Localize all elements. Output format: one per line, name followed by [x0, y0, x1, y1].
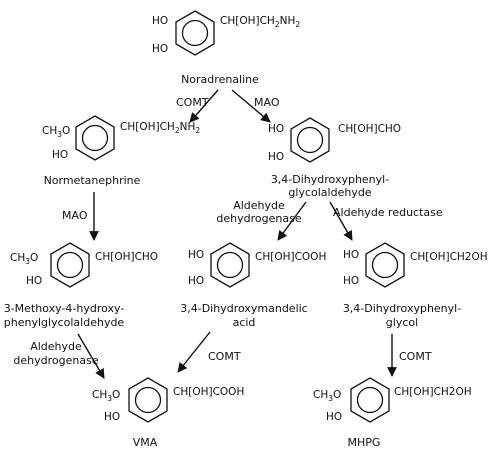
- substituent-ho-bottom: HO: [152, 43, 168, 55]
- side-chain: CH[OH]CH2NH2: [220, 15, 300, 29]
- enzyme-label-comt: COMT: [208, 350, 241, 363]
- molecule-name-line2: glycol: [386, 316, 418, 329]
- enzyme-label-aldehyde-dehydrogenase-line1: Aldehyde: [30, 340, 82, 353]
- substituent-methoxy: CH3O: [92, 389, 120, 403]
- substituent-ho-bottom: HO: [268, 151, 284, 163]
- substituent-ho-top: HO: [343, 249, 359, 261]
- side-chain: CH[OH]COOH: [255, 251, 326, 263]
- molecule-name-line1: 3-Methoxy-4-hydroxy-: [4, 302, 125, 315]
- molecule-name-line1: 3,4-Dihydroxyphenyl-: [343, 302, 461, 315]
- side-chain: CH[OH]CHO: [338, 123, 401, 135]
- molecule-name: MHPG: [348, 436, 381, 449]
- molecule-name-line2: glycolaldehyde: [288, 186, 371, 199]
- benzene-ring: [365, 242, 405, 288]
- substituent-ho-top: HO: [268, 123, 284, 135]
- substituent-methoxy: CH3O: [313, 389, 341, 403]
- molecule-mhpg: CH3O HO CH[OH]CH2OH MHPG: [313, 377, 472, 449]
- substituent-ho-top: HO: [152, 15, 168, 27]
- substituent-ho: HO: [326, 411, 342, 423]
- enzyme-label-comt: COMT: [399, 350, 432, 363]
- molecule-name: Normetanephrine: [44, 174, 141, 187]
- molecule-name-line1: 3,4-Dihydroxyphenyl-: [271, 173, 389, 186]
- arrow-noradrenaline-to-normetanephrine: [189, 89, 219, 123]
- molecule-dihydroxyphenylglycol: HO HO CH[OH]CH2OH 3,4-Dihydroxyphenyl- g…: [343, 242, 488, 329]
- molecule-name: Noradrenaline: [181, 73, 259, 86]
- substituent-methoxy: CH3O: [10, 252, 38, 266]
- molecule-dihydroxyphenylglycolaldehyde: HO HO CH[OH]CHO 3,4-Dihydroxyphenyl- gly…: [268, 117, 401, 199]
- enzyme-label-comt: COMT: [176, 96, 209, 109]
- arrow-dhma-to-vma: [177, 331, 211, 373]
- enzyme-label-aldehyde-dehydrogenase-line1: Aldehyde: [233, 199, 285, 212]
- arrow-dhpg-aldehyde-to-dhma: [277, 201, 307, 241]
- benzene-ring: [75, 115, 115, 161]
- substituent-methoxy: CH3O: [42, 125, 70, 139]
- side-chain: CH[OH]CHO: [95, 251, 158, 263]
- molecule-name-line2: phenylglycolaldehyde: [4, 316, 125, 329]
- enzyme-label-aldehyde-reductase: Aldehyde reductase: [333, 206, 443, 219]
- substituent-ho: HO: [104, 411, 120, 423]
- substituent-ho-top: HO: [188, 249, 204, 261]
- benzene-ring: [175, 10, 215, 56]
- enzyme-label-mao: MAO: [254, 96, 280, 109]
- arrow-noradrenaline-to-dhpg-aldehyde: [231, 89, 271, 123]
- substituent-ho: HO: [52, 149, 68, 161]
- side-chain: CH[OH]CH2OH: [410, 251, 488, 263]
- molecule-noradrenaline: HO HO CH[OH]CH2NH2 Noradrenaline: [152, 10, 300, 86]
- arrow-dhpg-aldehyde-to-dhpg: [329, 201, 353, 241]
- enzyme-label-aldehyde-dehydrogenase-line2: dehydrogenase: [13, 354, 98, 367]
- molecule-vma: CH3O HO CH[OH]COOH VMA: [92, 377, 244, 449]
- benzene-ring: [290, 117, 330, 163]
- molecule-name-line2: acid: [233, 316, 256, 329]
- molecule-name: VMA: [133, 436, 158, 449]
- molecule-normetanephrine: CH3O HO CH[OH]CH2NH2 Normetanephrine: [42, 115, 200, 187]
- benzene-ring: [128, 377, 168, 423]
- benzene-ring: [50, 242, 90, 288]
- molecule-methoxyhydroxyphenylglycolaldehyde: CH3O HO CH[OH]CHO 3-Methoxy-4-hydroxy- p…: [4, 242, 158, 329]
- side-chain: CH[OH]COOH: [173, 386, 244, 398]
- substituent-ho-bottom: HO: [188, 275, 204, 287]
- side-chain: CH[OH]CH2NH2: [120, 121, 200, 135]
- molecule-dihydroxymandelic-acid: HO HO CH[OH]COOH 3,4-Dihydroxymandelic a…: [180, 242, 326, 329]
- arrow-mhpg-aldehyde-to-vma: [77, 333, 105, 379]
- substituent-ho-bottom: HO: [343, 275, 359, 287]
- enzyme-label-aldehyde-dehydrogenase-line2: dehydrogenase: [216, 212, 301, 225]
- side-chain: CH[OH]CH2OH: [394, 386, 472, 398]
- substituent-ho: HO: [26, 275, 42, 287]
- benzene-ring: [210, 242, 250, 288]
- benzene-ring: [350, 377, 390, 423]
- enzyme-label-mao: MAO: [62, 209, 88, 222]
- molecule-name-line1: 3,4-Dihydroxymandelic: [180, 302, 307, 315]
